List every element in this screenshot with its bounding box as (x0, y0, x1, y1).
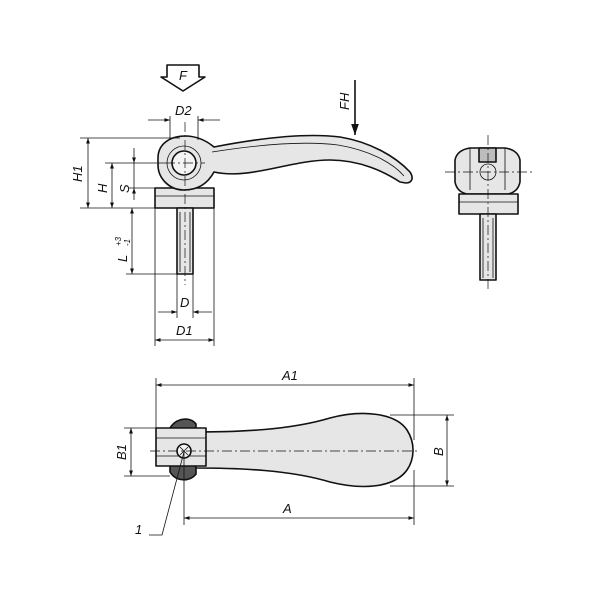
h-label: H (95, 183, 110, 193)
front-view (445, 135, 532, 290)
base-block (154, 187, 215, 209)
h1-label: H1 (70, 165, 85, 182)
fork-slot-lines (469, 148, 506, 190)
force-fh-label: FH (337, 92, 352, 110)
l-tolerance-lower: -1 (123, 239, 132, 246)
b1-label: B1 (114, 444, 129, 460)
handle-body (195, 412, 414, 488)
d-label: D (180, 295, 189, 310)
callout-1-leader (149, 451, 185, 536)
s-label: S (117, 184, 132, 193)
callout-1-label: 1 (135, 522, 142, 537)
pivot-block (155, 427, 207, 467)
fork-slot (478, 147, 497, 163)
side-view: F FH D2 H1 (70, 64, 413, 346)
l-tolerance-upper: +3 (114, 236, 123, 246)
force-f-label: F (179, 68, 188, 83)
d2-label: D2 (175, 103, 192, 118)
b-label: B (431, 447, 446, 456)
lever-body (157, 134, 413, 191)
front-base (458, 193, 519, 215)
d1-label: D1 (176, 323, 193, 338)
top-view: A1 A B B1 1 (114, 368, 454, 537)
l-label: L (115, 255, 130, 262)
a1-label: A1 (281, 368, 298, 383)
force-f-arrow (160, 64, 206, 92)
a-label: A (282, 501, 292, 516)
lever-inner-contour (211, 142, 405, 177)
